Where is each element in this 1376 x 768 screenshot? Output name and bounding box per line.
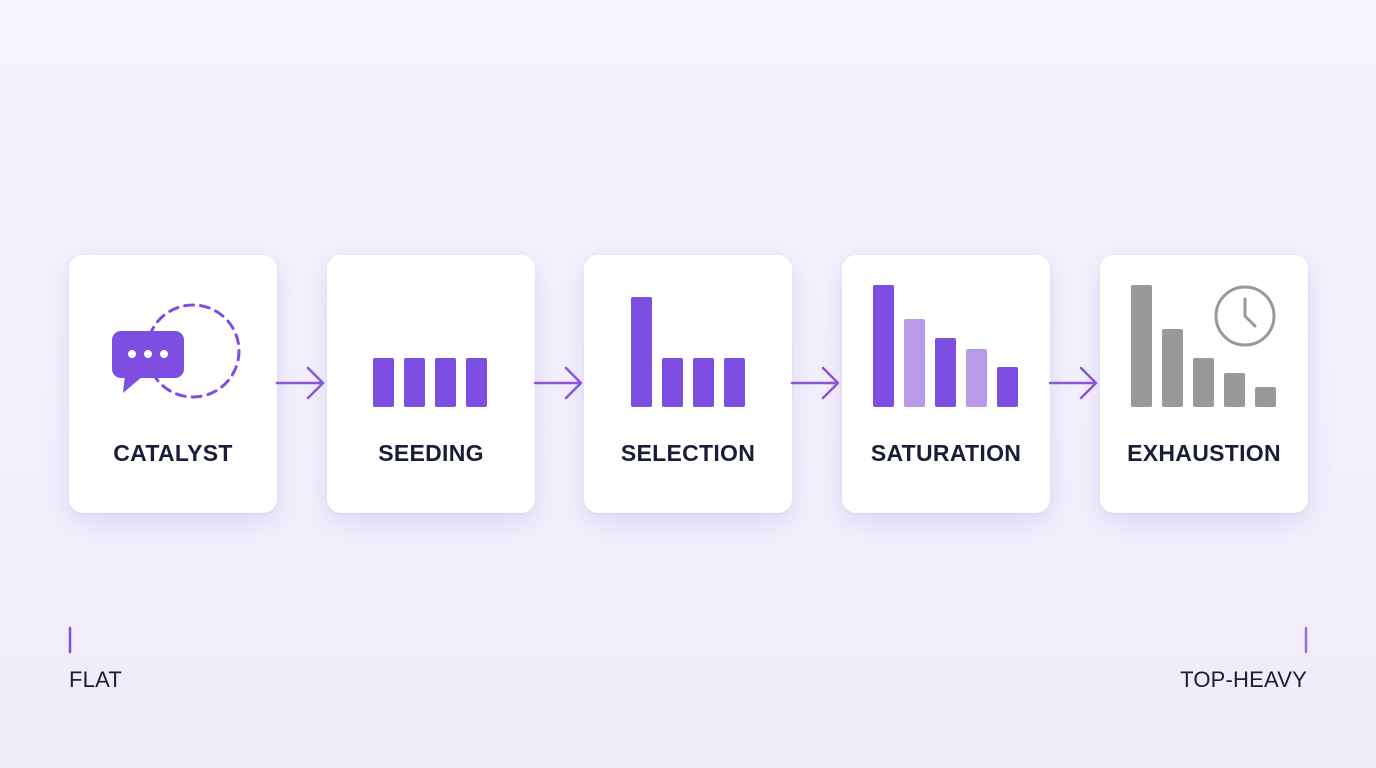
bar-mark (1193, 358, 1214, 407)
fading-bars-icon (1131, 285, 1276, 407)
bar-mark (1131, 285, 1152, 407)
bar-mark (373, 358, 394, 407)
bar-mark (1224, 373, 1245, 407)
one-tall-bar-icon (631, 297, 745, 407)
bar-mark (466, 358, 487, 407)
bar-mark (724, 358, 745, 407)
stage-card-saturation: SATURATION (842, 255, 1050, 513)
stage-label-catalyst: CATALYST (113, 440, 233, 466)
stage-card-exhaustion: EXHAUSTION (1100, 255, 1308, 513)
bar-mark (1255, 387, 1276, 407)
bar-mark (1162, 329, 1183, 407)
bar-mark (435, 358, 456, 407)
stage-card-selection: SELECTION (584, 255, 792, 513)
bar-mark (631, 297, 652, 407)
stage-label-seeding: SEEDING (378, 440, 484, 466)
chat-bubble-icon (112, 303, 241, 399)
arrow-right-icon (275, 366, 325, 400)
stage-label-saturation: SATURATION (870, 440, 1022, 466)
stage-label-exhaustion: EXHAUSTION (1127, 440, 1281, 466)
stage-card-seeding: SEEDING (327, 255, 535, 513)
bar-mark (662, 358, 683, 407)
arrow-right-icon (1048, 366, 1098, 400)
arrow-right-icon (790, 366, 840, 400)
bar-mark (873, 285, 894, 407)
clock-icon (1214, 285, 1276, 347)
bar-mark (693, 358, 714, 407)
arrow-right-icon (533, 366, 583, 400)
bar-mark (966, 349, 987, 407)
flat-to-top-heavy-axis (68, 626, 1308, 654)
stage-label-selection: SELECTION (620, 440, 756, 466)
bar-mark (904, 319, 925, 407)
bar-mark (997, 367, 1018, 407)
bar-mark (935, 338, 956, 407)
bar-mark (404, 358, 425, 407)
flat-bars-icon (373, 358, 487, 407)
axis-end-label: TOP-HEAVY (1180, 667, 1307, 692)
stage-card-catalyst: CATALYST (69, 255, 277, 513)
axis-start-label: FLAT (69, 667, 122, 692)
descending-bars-icon (873, 285, 1018, 407)
